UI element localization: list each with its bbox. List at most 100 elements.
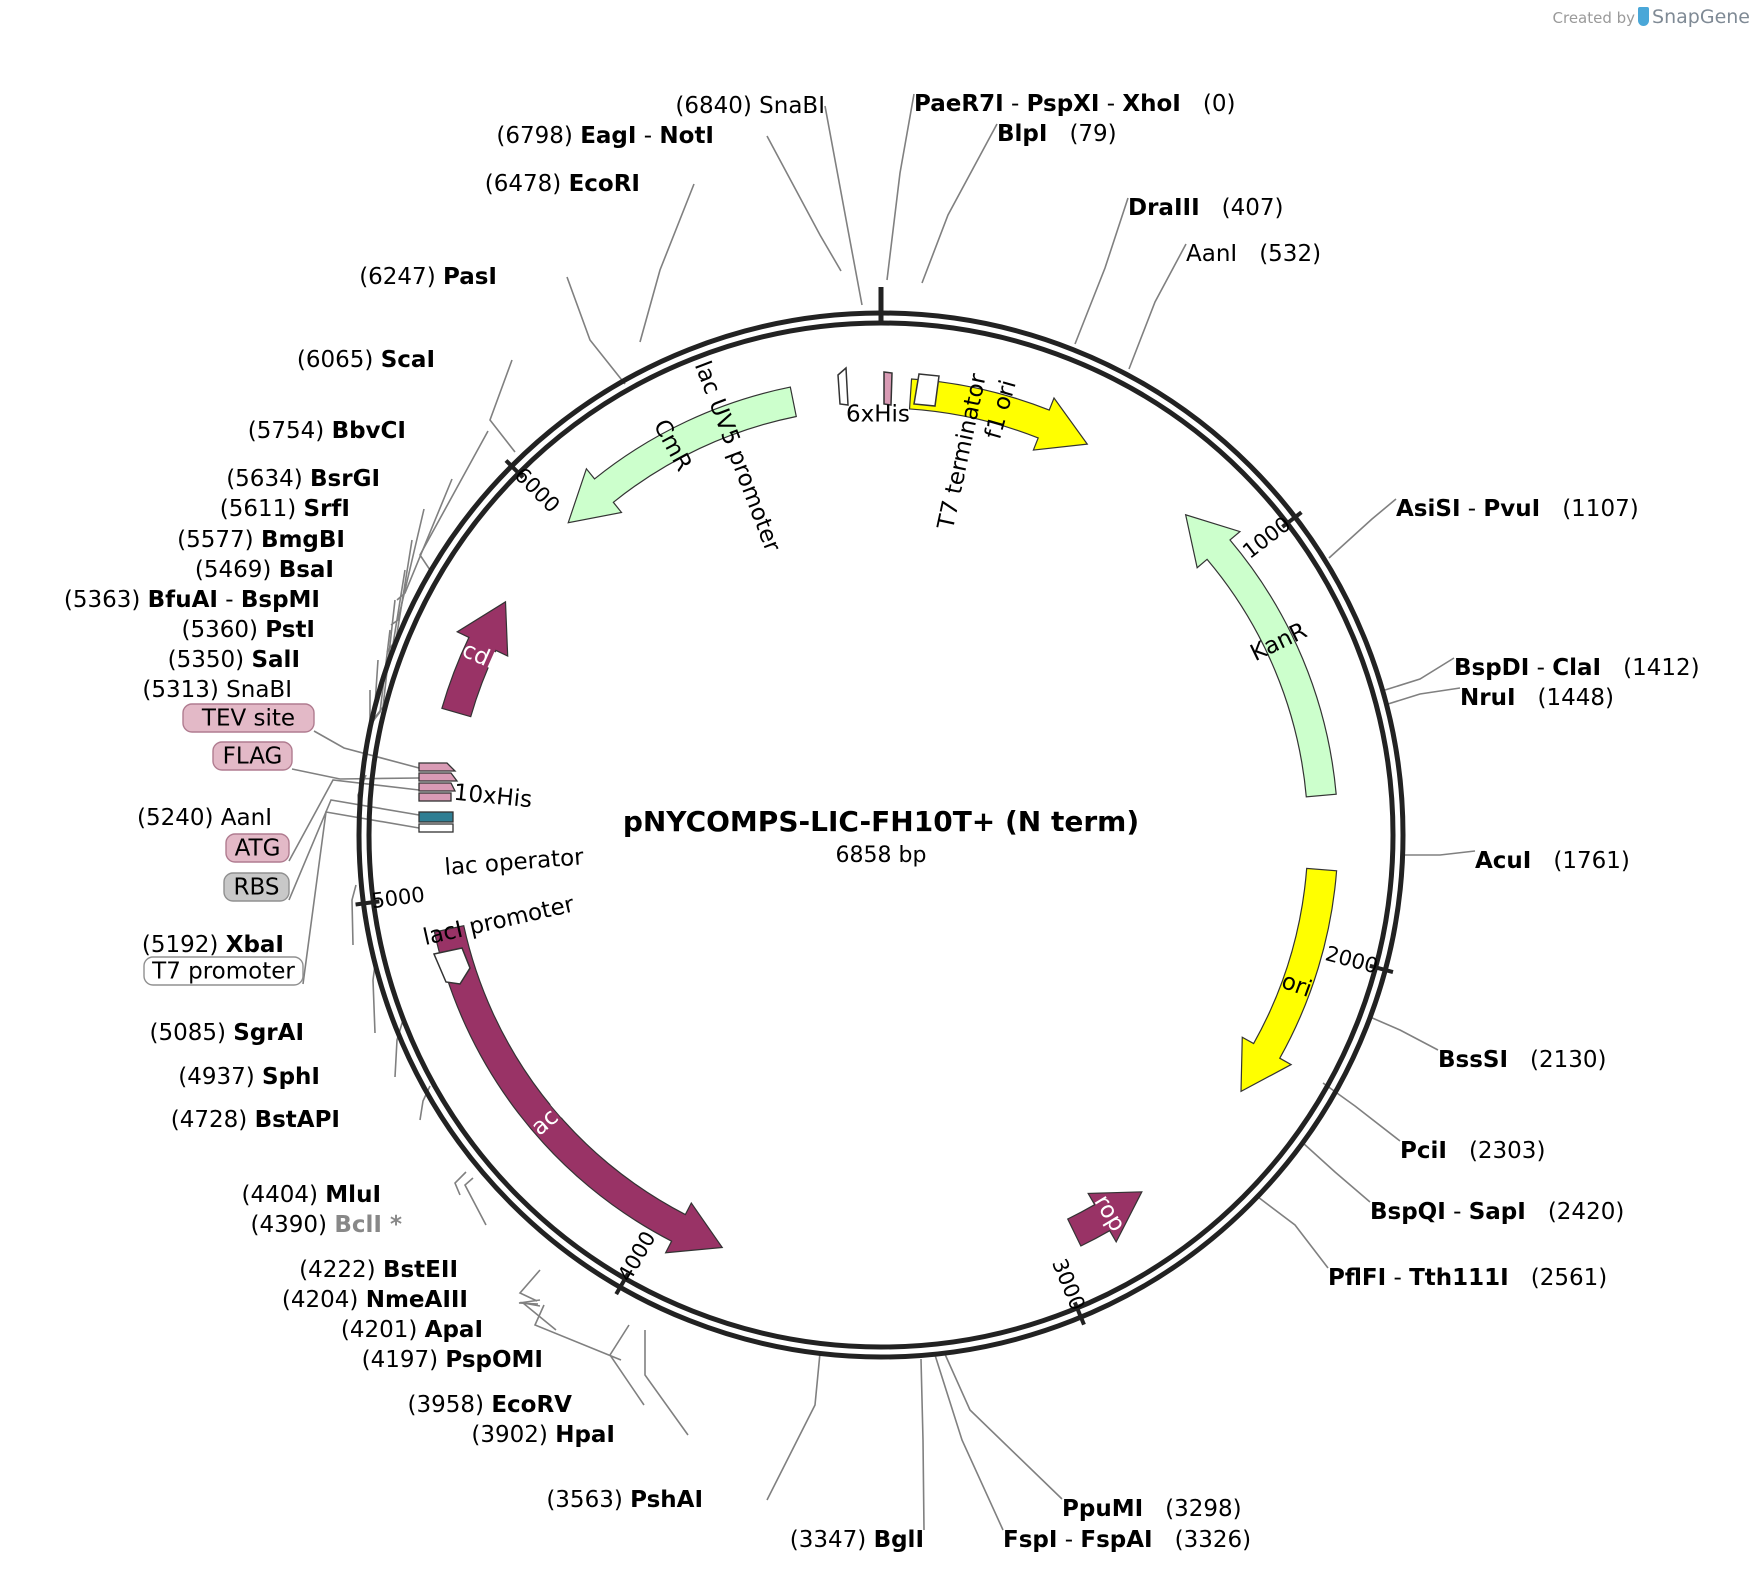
cut-site-leader bbox=[644, 1330, 689, 1436]
feature-ori bbox=[1240, 867, 1338, 1093]
cut-site-leader bbox=[1387, 687, 1461, 705]
6xhis-mark bbox=[883, 371, 893, 406]
cut-site-leader bbox=[886, 93, 915, 281]
cut-site-leader bbox=[934, 1354, 1004, 1531]
snapgene-credit: Created by SnapGene bbox=[1553, 6, 1750, 28]
feature-label-lac-operator: lac operator bbox=[444, 844, 585, 881]
snapgene-brand: SnapGene bbox=[1652, 6, 1750, 28]
site-label-bsssi: BssSI(2130) bbox=[1438, 1047, 1607, 1073]
cut-site-leader bbox=[920, 1358, 925, 1531]
site-label-ecori: (6478) EcoRI bbox=[485, 171, 640, 197]
feature-label-laci-promoter: lacI promoter bbox=[421, 891, 577, 951]
site-label-sali: (5350) SalI bbox=[168, 647, 300, 673]
site-label-snabi: (6840) SnaBI bbox=[675, 93, 825, 119]
cut-site-leader bbox=[943, 1351, 1063, 1500]
tick-mark bbox=[504, 459, 525, 479]
site-label-bspdi-clai: BspDI - ClaI(1412) bbox=[1454, 655, 1700, 681]
cut-site-leader bbox=[1384, 657, 1455, 691]
cut-site-leader bbox=[766, 1352, 821, 1501]
tick-mark bbox=[614, 1272, 630, 1296]
cut-site-leader bbox=[566, 276, 626, 385]
snapgene-logo-icon bbox=[1638, 7, 1650, 26]
plasmid-title: pNYCOMPS-LIC-FH10T+ (N term) 6858 bp bbox=[623, 805, 1139, 868]
site-label-eagi-noti: (6798) EagI - NotI bbox=[496, 123, 714, 149]
site-label-srfi: (5611) SrfI bbox=[220, 496, 350, 522]
boxed-label-text-t7-promoter: T7 promoter bbox=[151, 959, 295, 985]
cut-site-leader bbox=[639, 183, 695, 343]
cut-site-leader bbox=[390, 508, 425, 626]
site-label-bsai: (5469) BsaI bbox=[195, 557, 334, 583]
tick-label: 4000 bbox=[613, 1227, 660, 1285]
site-label-ecorv: (3958) EcoRV bbox=[408, 1392, 573, 1418]
cut-site-leader bbox=[372, 964, 376, 1034]
boxed-label-tev-site bbox=[182, 703, 315, 733]
site-label-sphi: (4937) SphI bbox=[178, 1064, 320, 1090]
site-label-pflfi-tth111i: PflFI - Tth111I(2561) bbox=[1328, 1265, 1607, 1291]
site-label-blpi: BlpI(79) bbox=[997, 121, 1117, 147]
site-label-hpai: (3902) HpaI bbox=[471, 1422, 615, 1448]
site-label-nrui: NruI(1448) bbox=[1460, 685, 1614, 711]
feature-kanr bbox=[1184, 513, 1337, 798]
site-label-pcii: PciI(2303) bbox=[1400, 1138, 1545, 1164]
tick-label: 3000 bbox=[1047, 1255, 1090, 1314]
cut-site-leader bbox=[533, 1304, 622, 1361]
cut-site-leader bbox=[1403, 850, 1476, 856]
plasmid-name: pNYCOMPS-LIC-FH10T+ (N term) bbox=[623, 805, 1139, 838]
site-label-acui: AcuI(1761) bbox=[1475, 848, 1630, 874]
restriction-sites: PaeR7I - PspXI - XhoI(0)BlpI(79)DraIII(4… bbox=[64, 91, 1700, 1553]
n-term-tag-cluster bbox=[418, 762, 459, 833]
boxed-label-atg bbox=[225, 833, 290, 863]
site-label-bgli: (3347) BglI bbox=[790, 1527, 924, 1553]
cut-site-leader bbox=[824, 105, 863, 306]
boxed-label-text-flag: FLAG bbox=[223, 744, 283, 770]
laci-promoter-mark bbox=[432, 947, 471, 985]
tick-mark bbox=[1072, 1301, 1086, 1326]
cut-site-leader bbox=[520, 1301, 557, 1331]
tick-label: 6000 bbox=[510, 463, 565, 518]
feature-leader bbox=[291, 768, 420, 780]
cut-site-leader bbox=[454, 1171, 467, 1196]
feature-laci bbox=[433, 924, 724, 1254]
site-label-bbvci: (5754) BbvCI bbox=[248, 418, 406, 444]
site-label-bsrgi: (5634) BsrGI bbox=[226, 466, 380, 492]
plasmid-size: 6858 bp bbox=[836, 843, 927, 868]
feature-cmr bbox=[567, 386, 797, 524]
cut-site-leader bbox=[1128, 243, 1187, 370]
tick-mark bbox=[355, 899, 380, 907]
cut-site-leader bbox=[518, 1299, 541, 1305]
site-label-snabi: (5313) SnaBI bbox=[142, 677, 292, 703]
cut-site-leader bbox=[766, 135, 842, 272]
cut-site-leader bbox=[1302, 1142, 1371, 1203]
cut-site-leader bbox=[921, 123, 998, 284]
tick-mark bbox=[1369, 963, 1394, 974]
site-label-draiii: DraIII(407) bbox=[1128, 195, 1284, 221]
feature-leader bbox=[288, 799, 420, 901]
cut-site-leader bbox=[1074, 197, 1129, 345]
site-label-bcli: (4390) BclI * bbox=[251, 1212, 402, 1238]
created-by-text: Created by bbox=[1552, 9, 1636, 27]
site-label-bsteii: (4222) BstEII bbox=[299, 1257, 458, 1283]
site-label-scai: (6065) ScaI bbox=[297, 347, 435, 373]
tick-label: 2000 bbox=[1323, 941, 1381, 978]
cut-site-leader bbox=[394, 1019, 404, 1078]
boxed-label-text-atg: ATG bbox=[235, 836, 281, 862]
cut-site-leader bbox=[419, 430, 489, 574]
site-label-fspi-fspai: FspI - FspAI(3326) bbox=[1003, 1527, 1251, 1553]
boxed-label-text-rbs: RBS bbox=[234, 875, 280, 901]
feature-ccdb bbox=[441, 600, 509, 718]
feature-leader bbox=[288, 779, 420, 862]
cut-site-leader bbox=[1369, 1016, 1439, 1051]
feature-label-10xhis: 10xHis bbox=[453, 780, 534, 814]
site-label-ppumi: PpuMI(3298) bbox=[1062, 1496, 1242, 1522]
cut-site-leader bbox=[518, 1269, 541, 1302]
tick-mark bbox=[1281, 510, 1303, 529]
feature-f1-ori bbox=[908, 378, 1089, 451]
feature-leader bbox=[302, 811, 420, 985]
site-label-xbai: (5192) XbaI bbox=[142, 932, 284, 958]
cut-site-leader bbox=[489, 359, 516, 453]
site-label-pshai: (3563) PshAI bbox=[546, 1487, 703, 1513]
site-label-bmgbi: (5577) BmgBI bbox=[177, 527, 345, 553]
t7-terminator-mark bbox=[913, 373, 940, 407]
